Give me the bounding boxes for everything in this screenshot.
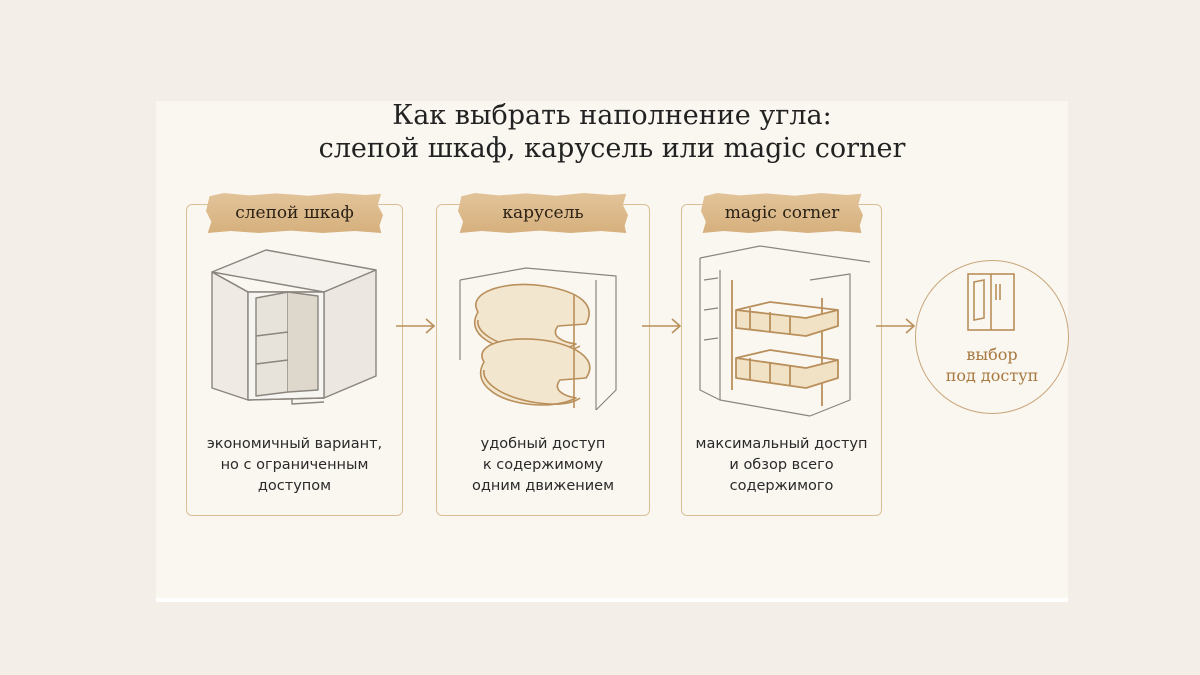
blind-cabinet-illustration — [211, 249, 377, 405]
description-magic-corner: максимальный доступ и обзор всего содерж… — [681, 434, 882, 497]
arrow-right-icon — [642, 318, 682, 334]
description-line: удобный доступ — [480, 436, 606, 452]
description-line: но с ограниченным — [220, 457, 369, 473]
description-carousel: удобный доступ к содержимому одним движе… — [436, 434, 650, 497]
tape-label-blind-cabinet: слепой шкаф — [206, 193, 383, 233]
description-line: максимальный доступ — [695, 436, 868, 452]
description-line: доступом — [257, 478, 332, 494]
magic-corner-illustration — [699, 245, 871, 417]
result-label: выбор под доступ — [915, 344, 1069, 386]
arrow-right-icon — [396, 318, 436, 334]
result-circle — [915, 260, 1069, 414]
description-blind-cabinet: экономичный вариант, но с ограниченным д… — [186, 434, 403, 497]
description-line: содержимого — [729, 478, 834, 494]
description-line: и обзор всего — [729, 457, 834, 473]
result-line-2: под доступ — [945, 366, 1039, 385]
page-title: Как выбрать наполнение угла: слепой шкаф… — [156, 99, 1068, 165]
arrow-right-icon — [876, 318, 916, 334]
description-line: одним движением — [471, 478, 615, 494]
wardrobe-icon — [967, 273, 1015, 331]
description-line: экономичный вариант, — [206, 436, 383, 452]
description-line: к содержимому — [482, 457, 604, 473]
title-line-1: Как выбрать наполнение угла: — [392, 100, 832, 131]
carousel-illustration — [459, 267, 617, 411]
title-line-2: слепой шкаф, карусель или magic corner — [318, 133, 906, 164]
tape-label-magic-corner: magic corner — [701, 193, 863, 233]
tape-label-carousel: карусель — [458, 193, 628, 233]
panel-bottom-edge — [156, 598, 1068, 602]
result-line-1: выбор — [966, 345, 1018, 364]
